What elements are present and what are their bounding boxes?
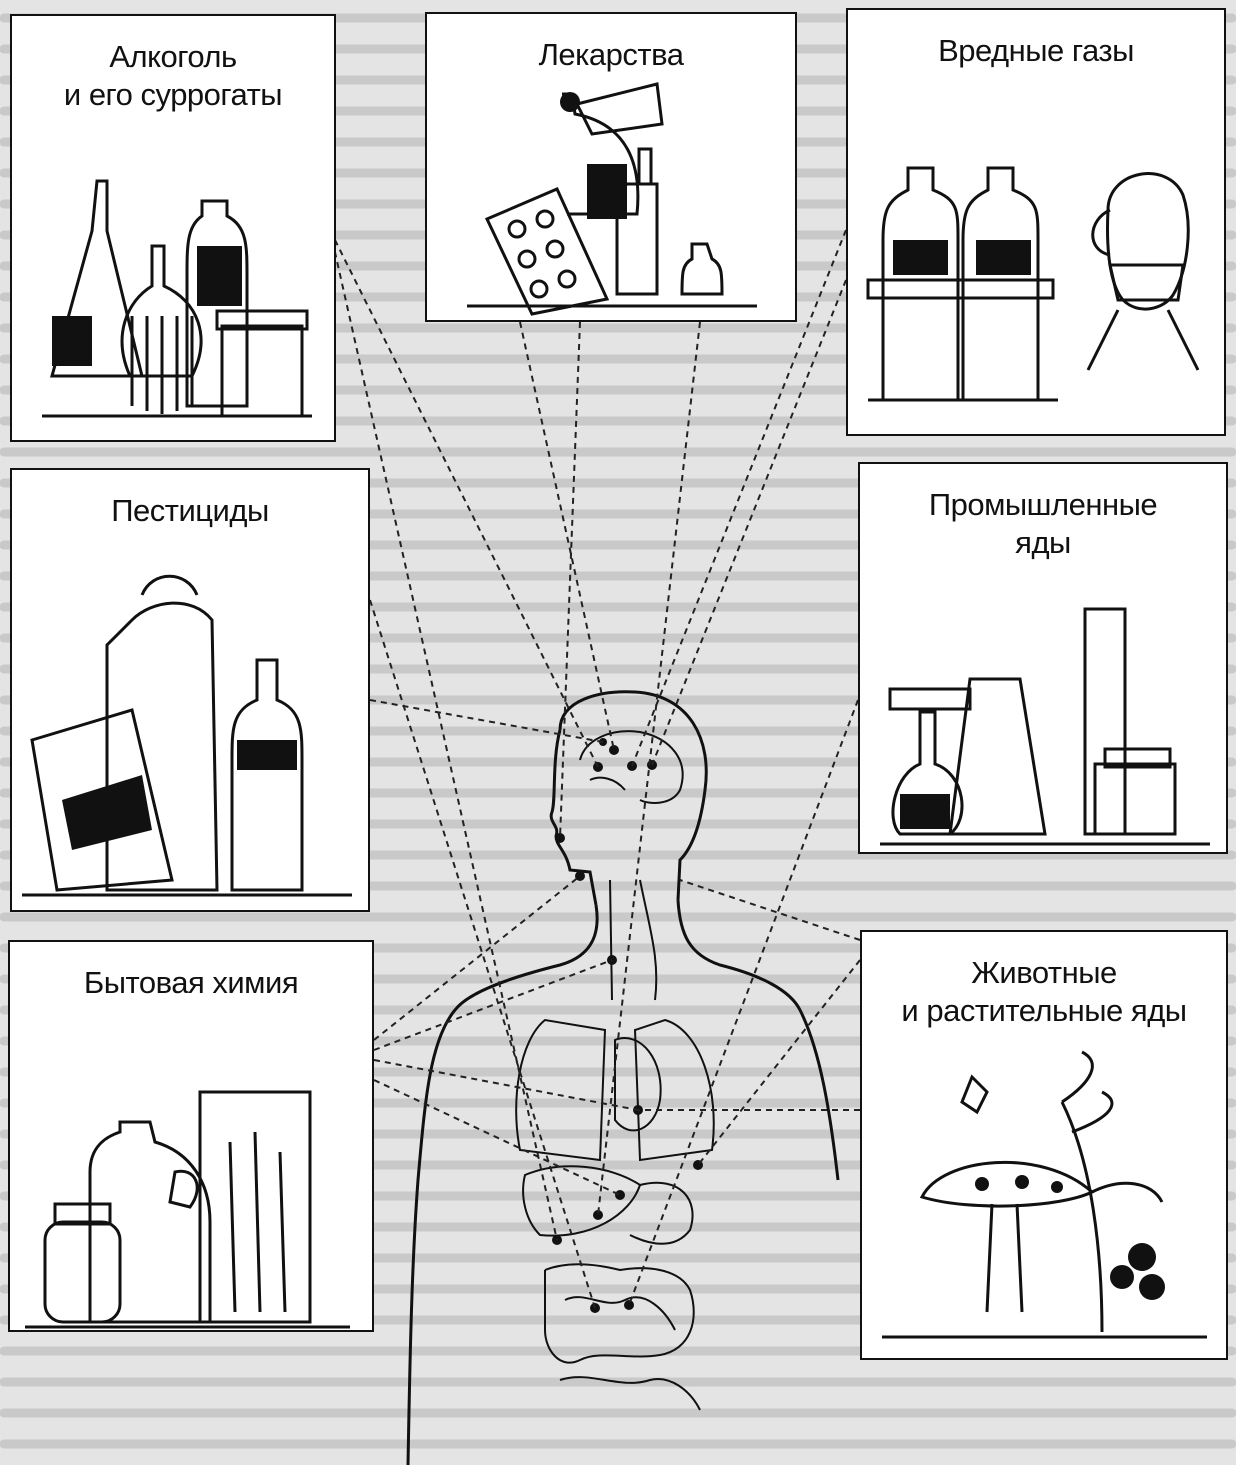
detergent-bottles-icon bbox=[10, 942, 376, 1334]
gas-mask-person-icon bbox=[848, 10, 1228, 438]
sprayer-icon bbox=[12, 470, 372, 914]
pill-blister-icon bbox=[427, 14, 799, 324]
lab-glassware-icon bbox=[860, 464, 1230, 856]
bottle-group-icon bbox=[12, 16, 338, 444]
panel-industrial: Промышленные яды bbox=[858, 462, 1228, 854]
panel-medicines: Лекарства bbox=[425, 12, 797, 322]
panel-household: Бытовая химия bbox=[8, 940, 374, 1332]
panel-animal-plant: Животные и растительные яды bbox=[860, 930, 1228, 1360]
panel-pesticides: Пестициды bbox=[10, 468, 370, 912]
panel-gases: Вредные газы bbox=[846, 8, 1226, 436]
panel-alcohol: Алкоголь и его суррогаты bbox=[10, 14, 336, 442]
mushroom-plant-icon bbox=[862, 932, 1230, 1362]
